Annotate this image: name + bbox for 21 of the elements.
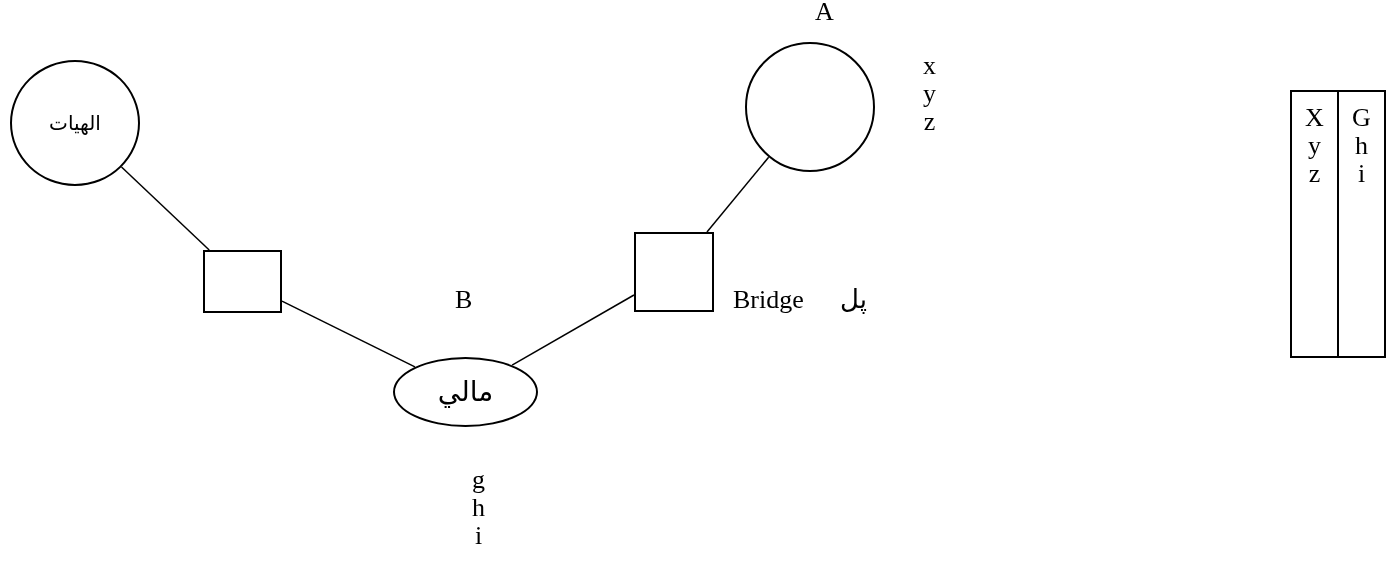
table-cell-text: G h i	[1351, 102, 1372, 190]
bridge-label: Bridge	[733, 286, 804, 314]
table-cell-text: X y z	[1304, 102, 1325, 190]
table-column	[1337, 90, 1386, 358]
node-letter: A	[815, 0, 834, 26]
connector-line	[706, 156, 770, 233]
node-label: مالي	[437, 378, 494, 406]
circle-node	[745, 42, 875, 172]
circle-node	[10, 60, 140, 186]
square-node	[203, 250, 282, 313]
letter-column: x y z	[923, 52, 936, 136]
persian-label: پل	[840, 286, 867, 314]
node-label: الهيات	[49, 110, 101, 137]
square-node	[634, 232, 714, 312]
connector-line	[281, 300, 416, 368]
node-letter: B	[455, 286, 473, 314]
letter-column: g h i	[472, 466, 485, 550]
table-column	[1290, 90, 1339, 358]
ellipse-node	[393, 357, 538, 427]
connector-line	[120, 166, 210, 251]
connector-line	[511, 294, 635, 366]
